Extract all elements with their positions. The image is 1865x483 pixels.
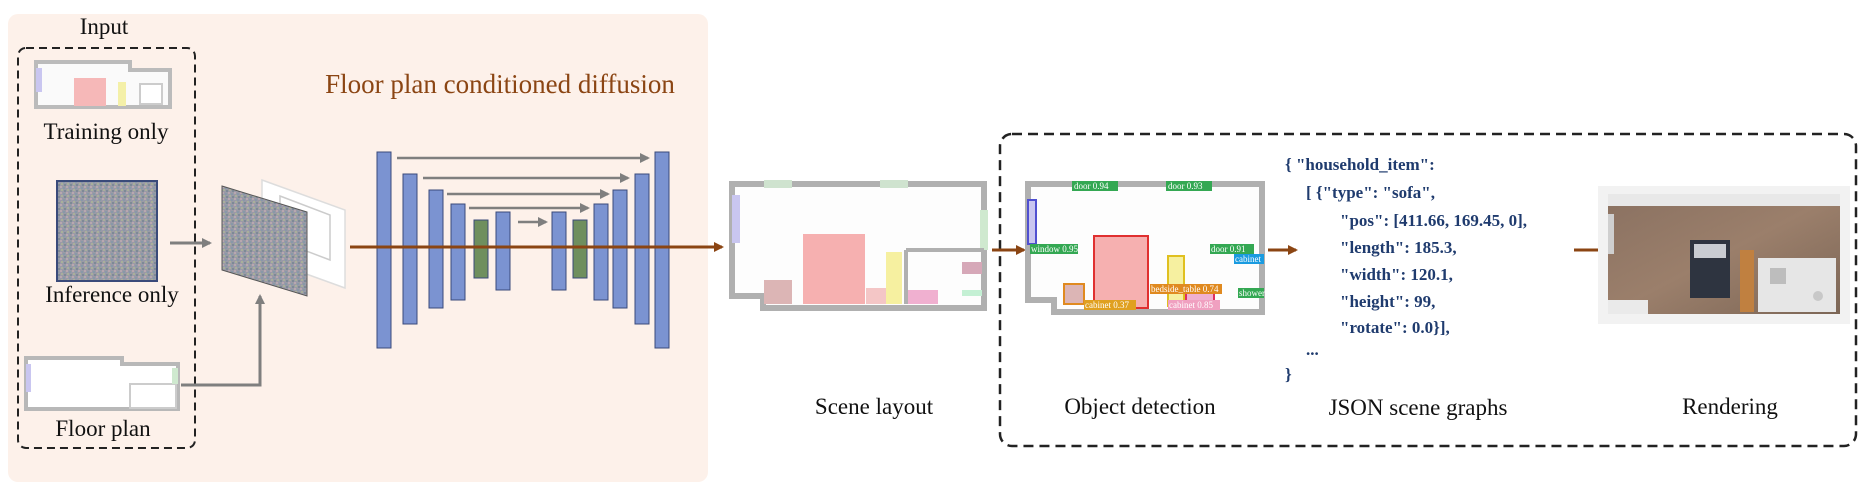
training-floorplan-thumbnail	[34, 60, 172, 109]
unet-encoder-decoder	[376, 151, 670, 349]
detection-box-label: door 0.94	[1074, 181, 1109, 191]
json-scene-graphs-label: JSON scene graphs	[1329, 395, 1508, 420]
json-line: "width": 120.1,	[1340, 265, 1453, 284]
training-only-label: Training only	[43, 119, 169, 144]
rendering-image	[1598, 186, 1850, 324]
floorplan-label: Floor plan	[55, 416, 151, 441]
detection-box-label: cabinet 0.37	[1085, 300, 1129, 310]
skip-connections	[397, 153, 650, 227]
detection-box-label: window 0.95	[1031, 244, 1078, 254]
json-line: "length": 185.3,	[1340, 238, 1457, 257]
floorplan-arrow	[181, 294, 265, 387]
json-line: "pos": [411.66, 169.45, 0],	[1340, 211, 1527, 230]
json-line: "rotate": 0.0}],	[1340, 318, 1450, 337]
noise-image	[56, 180, 158, 282]
json-scene-graph-text: { "household_item": [ {"type": "sofa", "…	[1285, 155, 1527, 384]
floorplan-thumbnail	[24, 356, 180, 411]
inference-only-label: Inference only	[45, 282, 179, 307]
detection-box-label: bedside_table 0.74	[1151, 284, 1219, 294]
object-detection-image	[1025, 181, 1265, 315]
json-line: [ {"type": "sofa",	[1306, 183, 1435, 202]
postprocess-box	[998, 132, 1858, 448]
detection-box-label: cabinet 0.85	[1169, 300, 1213, 310]
detection-box-label: cabinet	[1235, 254, 1261, 264]
rendering-label: Rendering	[1682, 394, 1778, 419]
json-line: }	[1285, 365, 1292, 384]
detection-box-label: door 0.93	[1168, 181, 1203, 191]
detection-labels: door 0.94 door 0.93 window 0.95 door 0.9…	[1030, 181, 1265, 310]
diffusion-title: Floor plan conditioned diffusion	[325, 69, 675, 99]
json-line: { "household_item":	[1285, 155, 1435, 174]
stacked-input-images	[221, 178, 346, 297]
input-box	[17, 47, 196, 449]
json-line: "height": 99,	[1340, 292, 1435, 311]
detection-box-label: door 0.91	[1211, 244, 1246, 254]
scene-layout-label: Scene layout	[815, 394, 934, 419]
json-line: ...	[1306, 340, 1319, 359]
input-title: Input	[80, 14, 129, 39]
scene-layout-image	[729, 180, 988, 311]
object-detection-label: Object detection	[1064, 394, 1216, 419]
detection-box-label: shower	[1239, 288, 1265, 298]
